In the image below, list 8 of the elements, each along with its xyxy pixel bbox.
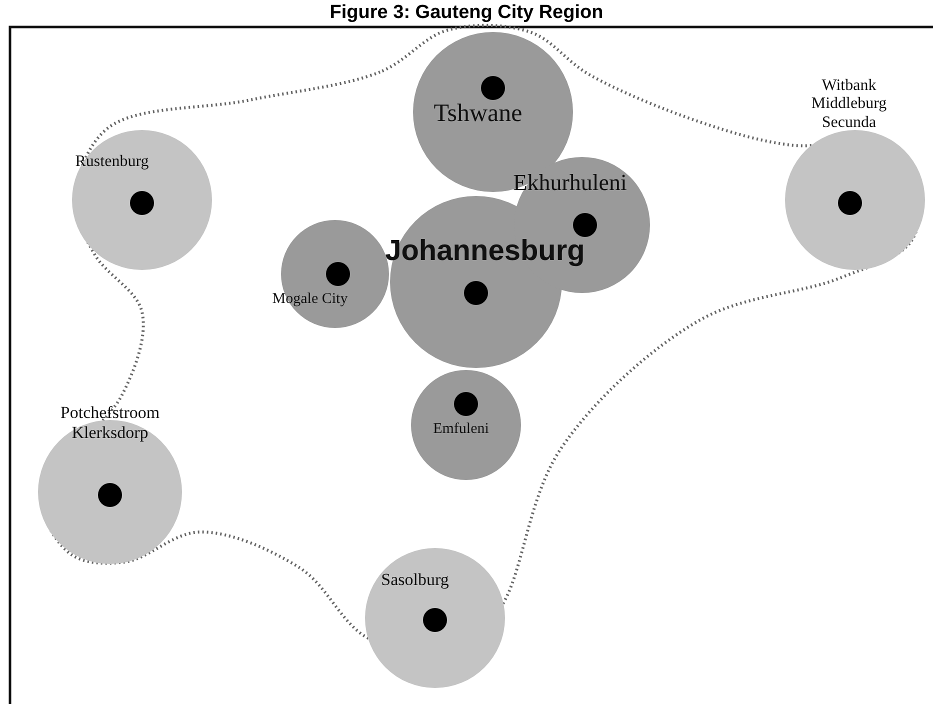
city-label: Rustenburg (74, 153, 150, 172)
city-label: Witbank Middleburg Secunda (810, 77, 888, 132)
city-label: Emfuleni (432, 421, 490, 438)
city-label: Tshwane (432, 100, 524, 129)
city-label: Sasolburg (380, 570, 450, 590)
city-label: Ekhurhuleni (512, 170, 628, 196)
figure-title: Figure 3: Gauteng City Region (328, 2, 604, 24)
city-label: Potchefstroom Klerksdorp (59, 403, 161, 442)
